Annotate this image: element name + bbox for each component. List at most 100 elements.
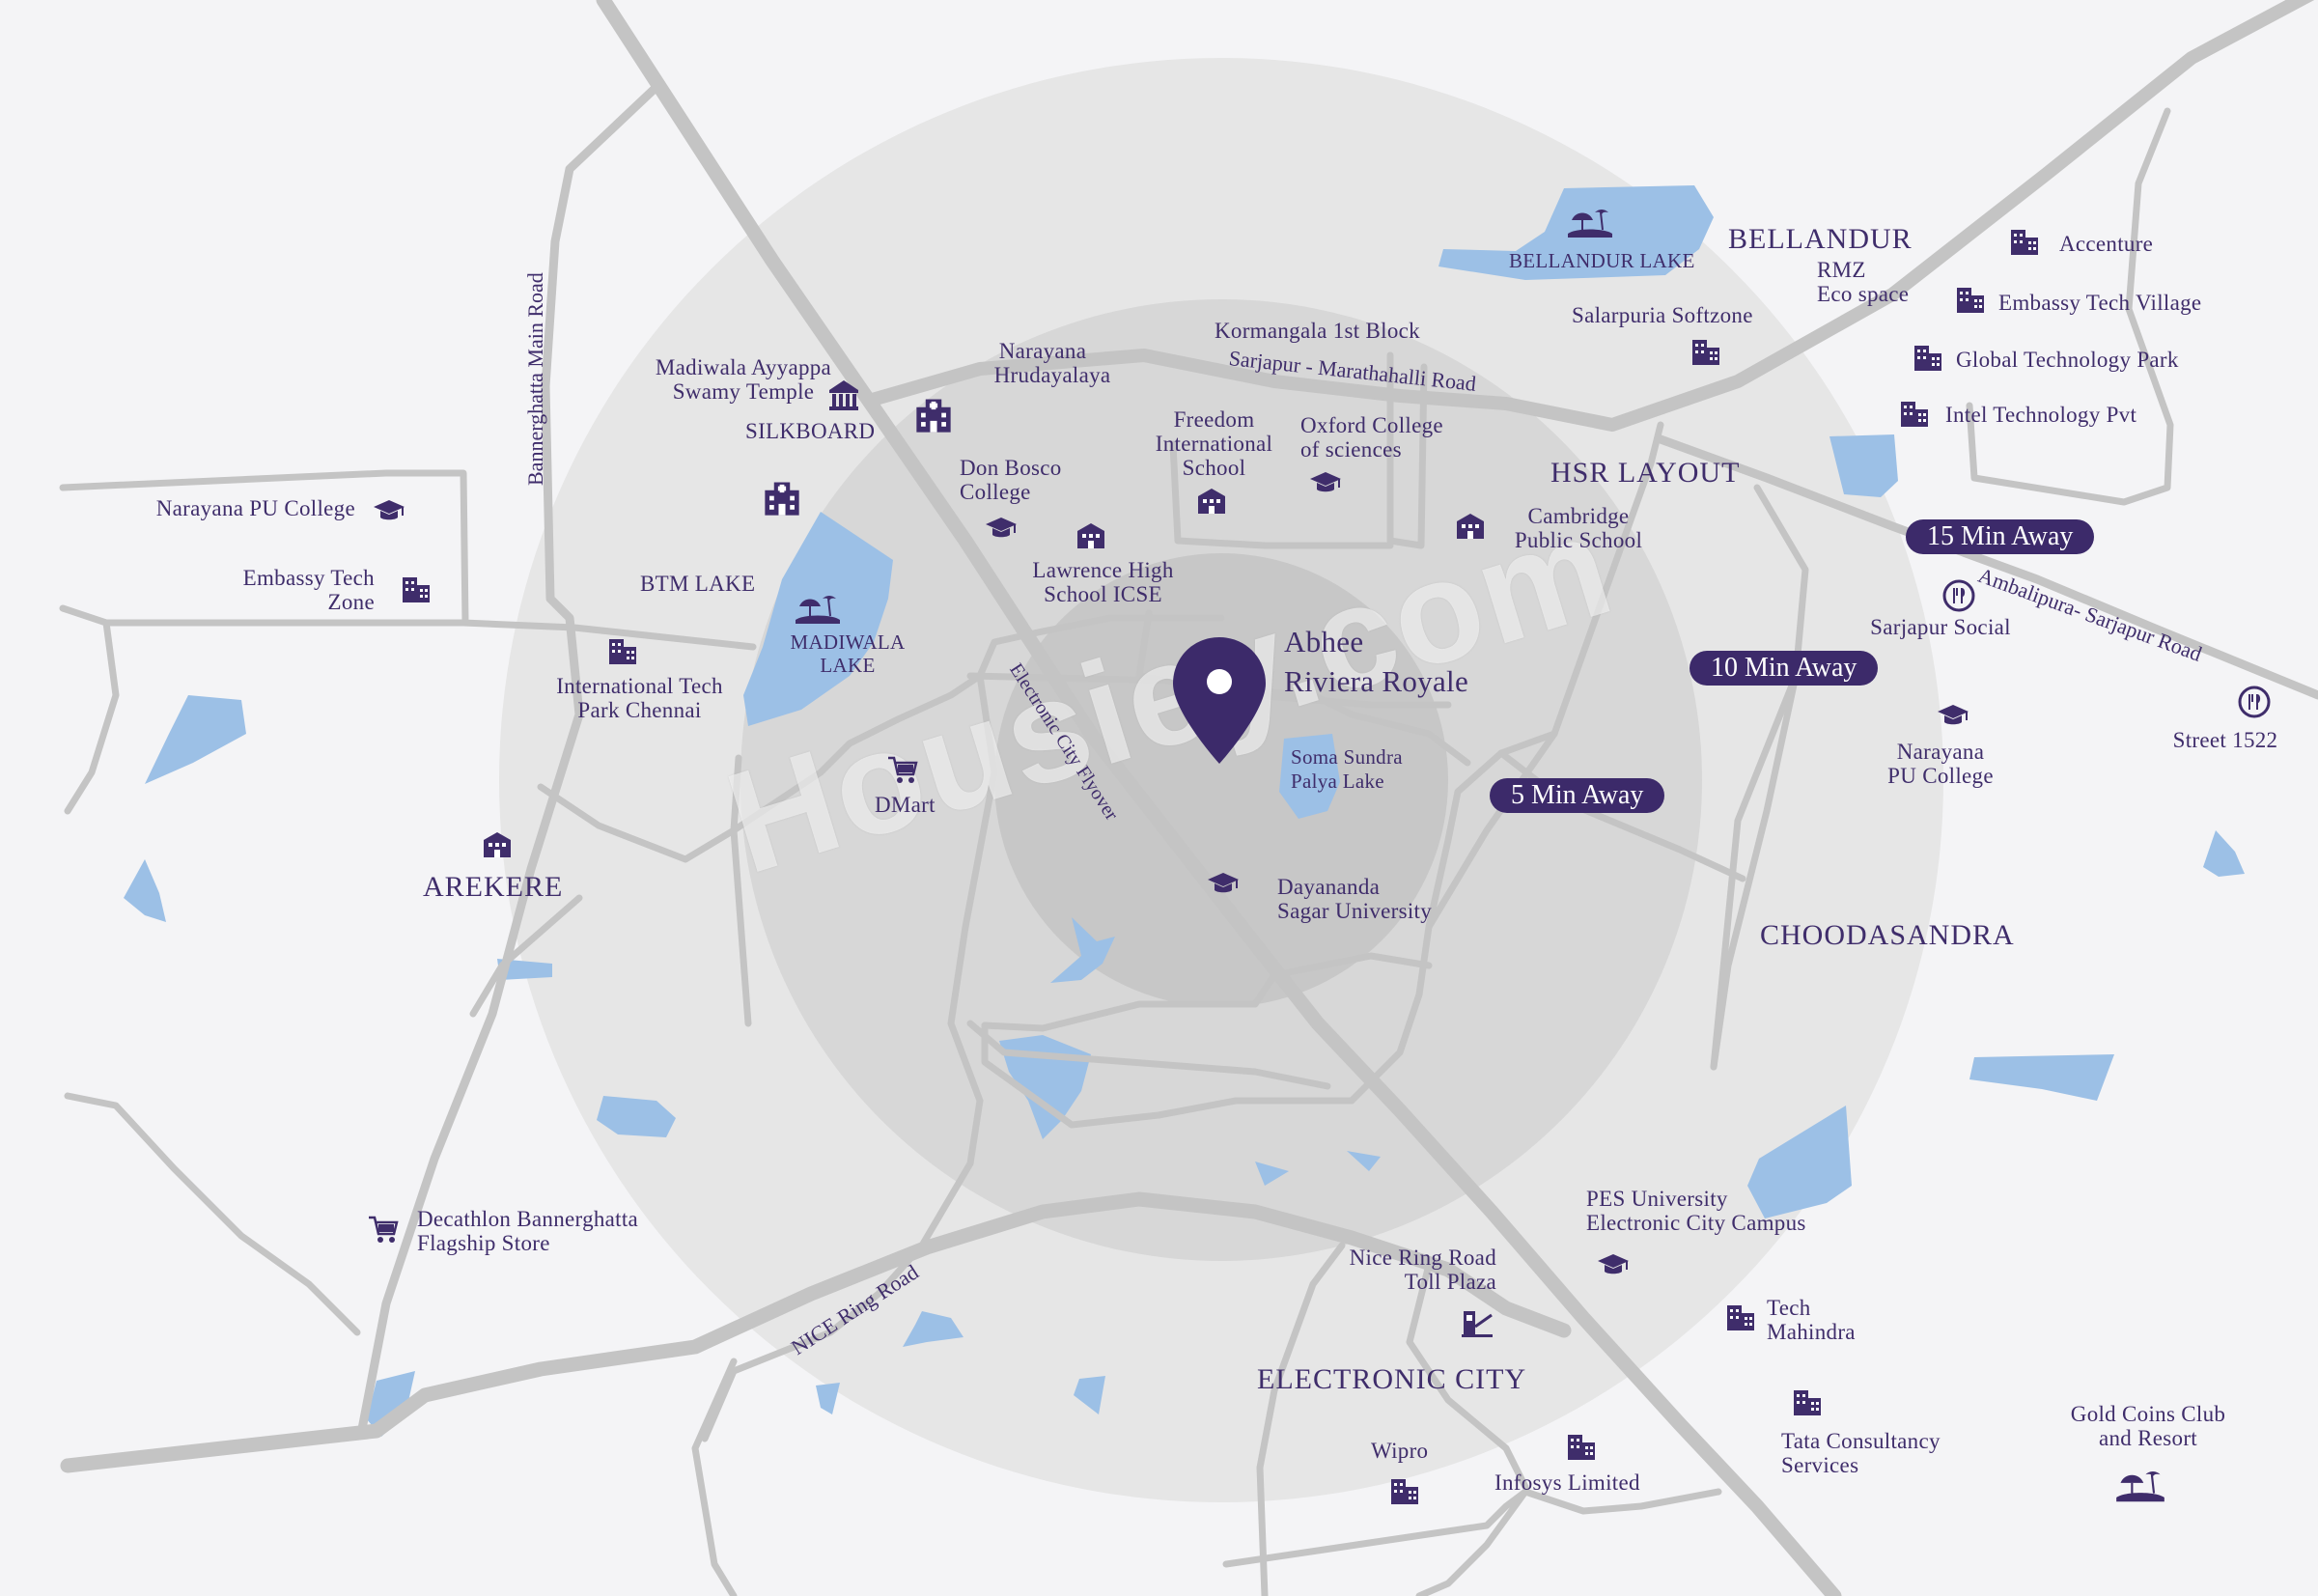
area-btm-lake: BTM LAKE [640, 572, 756, 596]
label-rmz-1: RMZ [1817, 258, 1866, 282]
road [981, 730, 1558, 1129]
label-wipro: Wipro [1371, 1439, 1429, 1463]
lake-soma-label-2: Palya Lake [1291, 770, 1384, 793]
graduation-cap-icon [373, 494, 405, 527]
restaurant-icon [1942, 579, 1975, 612]
road [64, 619, 120, 815]
project-name-line1: Abhee [1284, 625, 1364, 658]
area-arekere: AREKERE [423, 871, 564, 903]
roads [59, 0, 2318, 1596]
road [357, 82, 661, 1434]
area-electronic-city: ELECTRONIC CITY [1257, 1363, 1527, 1395]
office-building-icon [1388, 1473, 1421, 1506]
road [691, 1358, 738, 1596]
label-narayana-hrudayalaya-1: Narayana [998, 339, 1087, 363]
lake-shape [816, 1383, 840, 1414]
label-narayana-pu-right-2: PU College [1887, 764, 1994, 788]
office-building-icon [2008, 224, 2041, 257]
label-freedom-school-1: Freedom [1173, 407, 1255, 432]
lake-shape [1347, 1151, 1381, 1171]
road [469, 894, 583, 1018]
lake-soma-label-1: Soma Sundra [1291, 745, 1403, 769]
label-dsu-1: Dayananda [1277, 875, 1381, 899]
lake-resort-icon [1566, 205, 1614, 239]
office-building-icon [1898, 396, 1931, 429]
shopping-cart-icon [886, 753, 919, 786]
label-toll-plaza-2: Toll Plaza [1404, 1270, 1496, 1294]
road-label-kormangala-1: Kormangala 1st Block [1215, 319, 1420, 343]
area-silkboard: SILKBOARD [745, 419, 876, 443]
label-madiwala-temple-1: Madiwala Ayyappa [655, 355, 832, 379]
toll-plaza-icon [1461, 1305, 1494, 1338]
road [1710, 672, 1800, 1071]
label-cambridge-2: Public School [1514, 528, 1643, 552]
label-decathlon-1: Decathlon Bannerghatta [417, 1207, 639, 1231]
label-pes-2: Electronic City Campus [1586, 1211, 1806, 1235]
label-tech-mahindra-2: Mahindra [1767, 1320, 1856, 1344]
label-street-1522: Street 1522 [2172, 728, 2278, 752]
label-toll-plaza-1: Nice Ring Road [1349, 1246, 1496, 1270]
road [966, 1020, 1331, 1090]
road [701, 672, 998, 1442]
road [1425, 421, 1664, 931]
road [862, 0, 2315, 432]
office-building-icon [1690, 334, 1722, 367]
graduation-cap-icon [985, 512, 1018, 545]
lake-shape [1255, 1162, 1289, 1186]
badge-5-min: 5 Min Away [1490, 778, 1665, 813]
road [1415, 1488, 1529, 1596]
lake-shape [497, 959, 552, 980]
badge-10-min: 10 Min Away [1690, 651, 1879, 686]
label-rmz-2: Eco space [1817, 282, 1910, 306]
school-building-icon [1195, 485, 1228, 518]
road [1497, 749, 1746, 882]
lake-shape [145, 695, 246, 784]
shopping-cart-icon [367, 1213, 400, 1246]
road [537, 614, 1225, 863]
office-building-icon [1565, 1429, 1598, 1462]
road [1966, 107, 2174, 506]
label-dsu-2: Sagar University [1277, 899, 1433, 923]
office-building-icon [1912, 340, 1944, 373]
office-building-icon [1954, 282, 1987, 315]
road [64, 1092, 361, 1336]
label-narayana-pu-left: Narayana PU College [155, 496, 355, 520]
label-lawrence-1: Lawrence High [1032, 558, 1174, 582]
label-oxford-1: Oxford College [1300, 413, 1443, 437]
label-embassy-tech-zone-1: Embassy Tech [242, 566, 375, 590]
label-freedom-school-3: School [1182, 456, 1246, 480]
label-itp-chennai-1: International Tech [556, 674, 723, 698]
road [1169, 440, 1394, 549]
lake-madiwala-label-2: LAKE [820, 654, 876, 677]
label-narayana-pu-right-1: Narayana [1896, 740, 1985, 764]
lake-resort-icon [794, 591, 842, 626]
project-name-line2: Riviera Royale [1284, 664, 1469, 698]
graduation-cap-icon [1309, 466, 1342, 499]
label-global-technology-park: Global Technology Park [1956, 348, 2179, 372]
road [460, 619, 757, 651]
label-accenture: Accenture [2059, 232, 2154, 256]
lake-shape [1074, 1376, 1105, 1414]
area-bellandur: BELLANDUR [1728, 223, 1913, 255]
label-narayana-hrudayalaya-2: Hrudayalaya [993, 363, 1111, 387]
road [730, 754, 752, 1027]
office-building-icon [1791, 1385, 1824, 1417]
label-dmart: DMart [875, 793, 936, 817]
resort-icon [2114, 1466, 2166, 1504]
label-pes-1: PES University [1586, 1187, 1728, 1211]
label-oxford-2: of sciences [1300, 437, 1402, 462]
label-gold-coins-2: and Resort [2098, 1426, 2197, 1450]
label-tcs-1: Tata Consultancy [1781, 1429, 1941, 1453]
road [1256, 1242, 1346, 1596]
office-building-icon [400, 572, 433, 604]
lake-shape [1969, 1054, 2114, 1101]
label-embassy-tech-zone-2: Zone [327, 590, 375, 614]
school-building-icon [481, 828, 514, 861]
lake-shape [903, 1311, 964, 1347]
lake-madiwala-label-1: MADIWALA [790, 630, 906, 654]
road [1222, 1488, 1722, 1568]
area-choodasandra: CHOODASANDRA [1760, 919, 2015, 951]
road-label-bannerghatta: Bannerghatta Main Road [523, 272, 547, 486]
lake-shape [597, 1096, 676, 1137]
label-itp-chennai-2: Park Chennai [577, 698, 702, 722]
